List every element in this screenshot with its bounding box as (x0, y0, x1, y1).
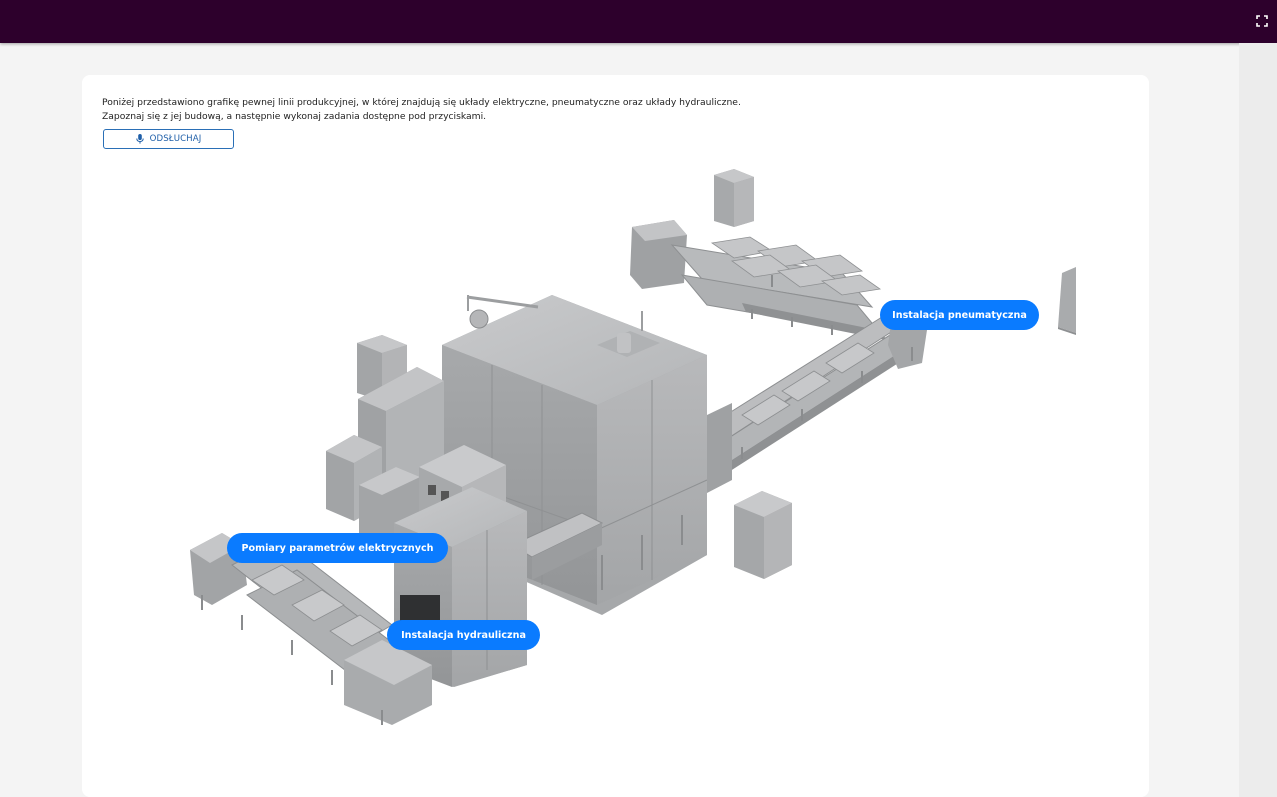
hotspot-electrical-button[interactable]: Pomiary parametrów elektrycznych (227, 533, 448, 563)
scrollbar-track[interactable] (1239, 43, 1277, 797)
content-card: Poniżej przedstawiono grafikę pewnej lin… (82, 75, 1149, 797)
intro-text: Poniżej przedstawiono grafikę pewnej lin… (102, 97, 741, 122)
lower-left-conveyor (190, 533, 432, 725)
listen-button-label: ODSŁUCHAJ (149, 134, 202, 144)
production-line-illustration (190, 169, 1076, 725)
top-bar (0, 0, 1277, 43)
fullscreen-icon[interactable] (1255, 14, 1269, 28)
hotspot-hydraulic-button[interactable]: Instalacja hydrauliczna (387, 620, 540, 650)
standalone-cabinet (734, 491, 792, 579)
hotspot-pneumatic-button[interactable]: Instalacja pneumatyczna (880, 300, 1039, 330)
listen-button[interactable]: ODSŁUCHAJ (103, 129, 234, 149)
upper-conveyor (630, 169, 886, 340)
microphone-icon (135, 134, 144, 144)
